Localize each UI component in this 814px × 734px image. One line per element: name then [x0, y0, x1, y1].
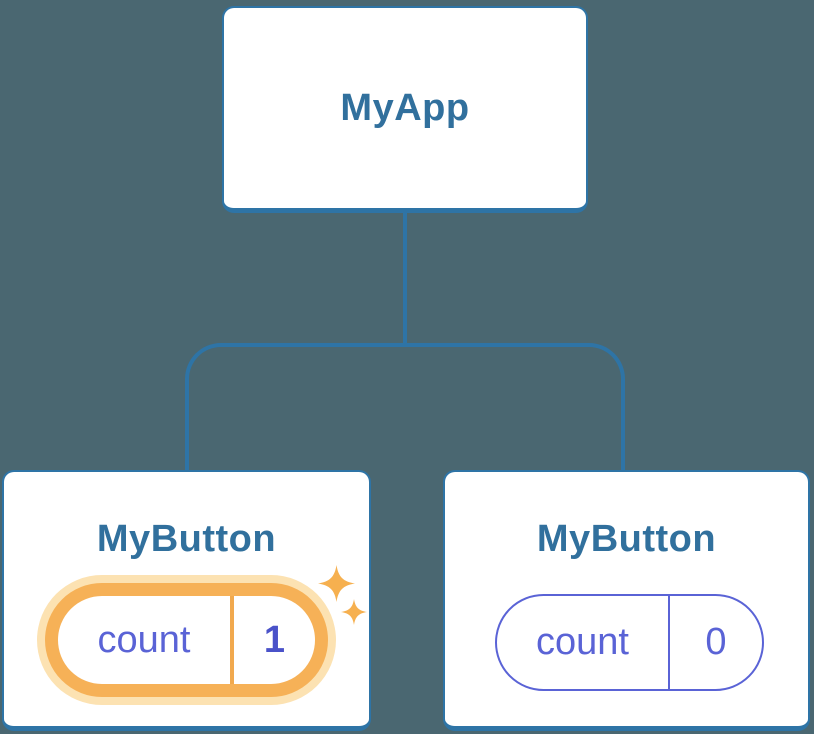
tree-connector-stem: [403, 213, 407, 347]
component-node-button-left: MyButton count 1: [2, 470, 371, 731]
state-value: 1: [263, 618, 286, 661]
component-name-left: MyButton: [96, 518, 277, 560]
sparkle-icon-large: [318, 565, 355, 602]
state-value: 0: [705, 621, 727, 663]
sparkle-icon-small: [341, 599, 367, 625]
component-node-root: MyApp: [222, 6, 588, 213]
state-pill-divider: [230, 596, 234, 684]
tree-connector-branches: [185, 343, 625, 470]
state-pill-divider: [668, 596, 670, 689]
component-name-root: MyApp: [340, 86, 470, 129]
state-pill: count 0: [495, 594, 764, 691]
state-pill-highlighted: count 1: [45, 583, 328, 697]
component-name-right: MyButton: [536, 518, 717, 560]
state-key-label: count: [536, 621, 629, 663]
state-key-label: count: [97, 618, 191, 661]
component-node-button-right: MyButton count 0: [443, 470, 810, 731]
